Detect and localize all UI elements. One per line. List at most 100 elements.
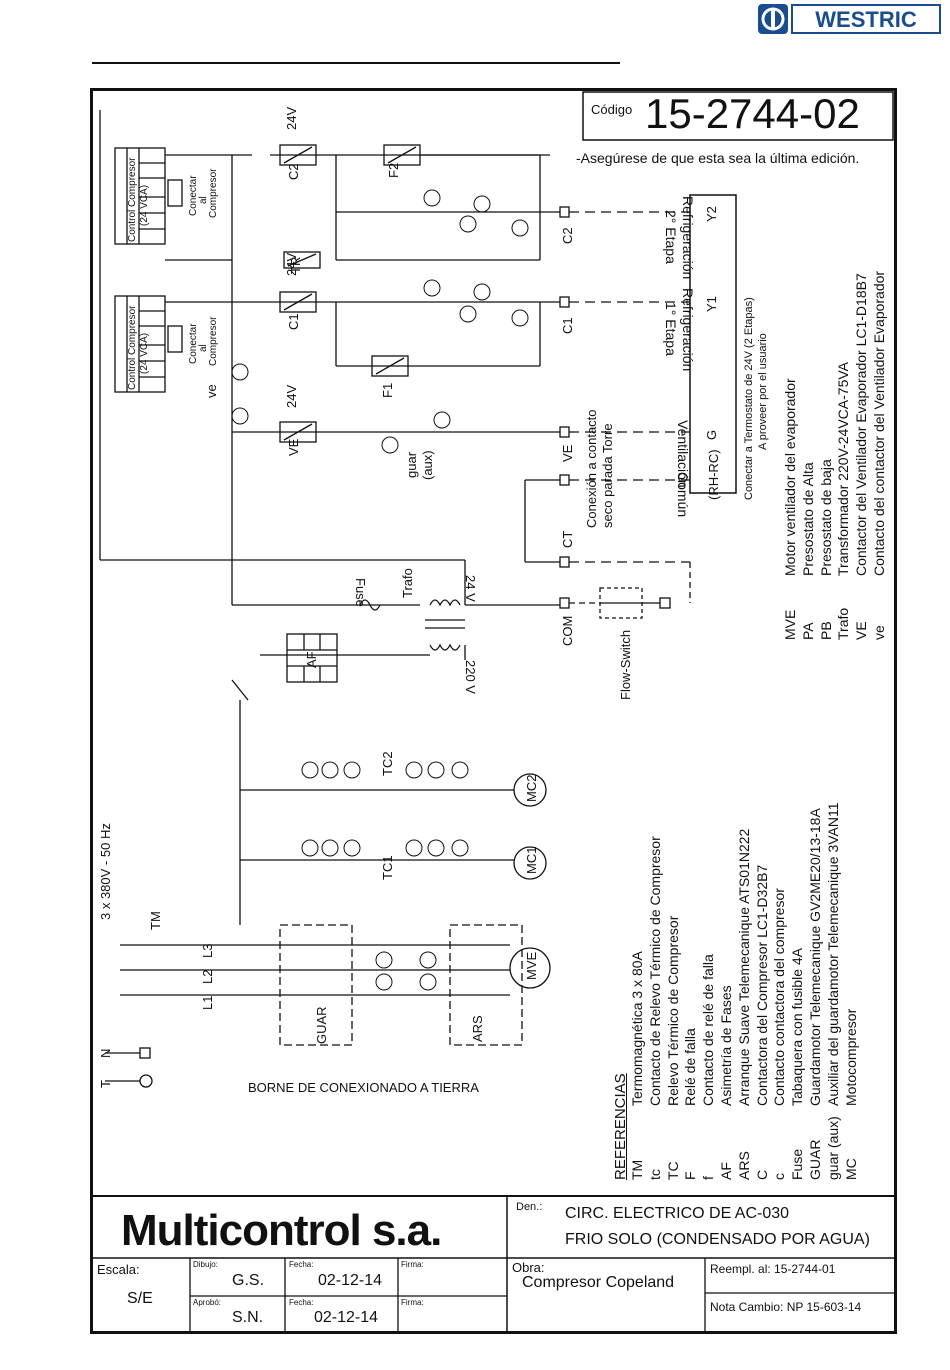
reference-desc: Contacto del contactor del Ventilador Ev… [870,270,887,576]
tm-label: TM [148,911,163,930]
conectar-1c: Compresor [208,168,219,218]
dibujo-label: Dibujo: [193,1260,218,1269]
thermostat-note: Conectar a Termostato de 24V (2 Etapas) [743,297,755,500]
reference-desc: Contacto de relé de falla [700,954,717,1106]
reference-desc: Asimetría de Fases [717,985,734,1106]
reference-code: MVE [782,609,798,640]
codigo-label: Código [591,102,633,117]
fecha-label-2: Fecha: [289,1298,314,1307]
reference-code: F [682,1171,699,1180]
edition-note: -Asegúrese de que esta sea la última edi… [576,150,860,166]
nota-value: Nota Cambio: NP 15-603-14 [710,1300,862,1314]
thermo-g: G [704,430,719,440]
stage1-2: 1° Etapa [663,302,679,356]
aprobo-label: Aprobó: [193,1298,222,1307]
fecha-value-1: 02-12-14 [318,1272,383,1289]
fecha-value-2: 02-12-14 [314,1309,379,1326]
coil-ve: VE [286,438,301,456]
reference-desc: Contactor del Ventilador Evaporador LC1-… [853,273,870,576]
conectar-1b: al [198,196,209,204]
thermo-rh: (RH-RC) [706,449,721,500]
conexion-2: seco parada Torre [600,423,615,528]
terminal-ct: CT [560,531,575,548]
n-label: N [98,1049,113,1058]
reference-item: MCMotocompresor [843,890,861,1180]
reference-desc: Contacto contactora del compresor [771,888,788,1106]
line-l3: L3 [200,944,215,958]
reference-code: ve [870,625,887,640]
reference-code: tc [646,1169,663,1180]
coil-f2: F2 [386,163,401,178]
escala-label: Escala: [97,1262,140,1277]
reference-desc: Relé de falla [682,1028,699,1106]
supply-label: 3 x 380V - 50 Hz [98,823,113,920]
terminal-com: COM [560,616,575,646]
brand-text: WESTRIC [815,7,917,32]
fuse-label: Fuse [353,578,368,607]
coil-24v-1: 24V [284,107,299,130]
reference-code: guar (aux) [824,1116,841,1180]
thermo-y2: Y2 [704,206,719,222]
conectar-1a: Conectar [188,175,199,216]
line-l2: L2 [200,970,215,984]
reference-code: Trafo [835,607,852,640]
reempl-value: Reempl. al: 15-2744-01 [710,1262,836,1276]
reference-desc: Arranque Suave Telemecanique ATS01N222 [735,828,752,1106]
stage1-1: Refrigeración [680,288,696,371]
control-voltage-2: (24 VCA) [139,333,150,374]
firma-label-2: Firma: [401,1298,424,1307]
stage2-1: Refrigeración [680,196,696,279]
reference-code: C [753,1169,770,1180]
stage2-2: 2° Etapa [663,210,679,264]
terminal-c2: C2 [560,227,575,244]
reference-desc: Transformador 220V-24VCA-75VA [835,362,852,576]
tr-label: TR [288,257,303,274]
reference-desc: Motocompresor [842,1008,859,1106]
westric-logo: WESTRIC [758,4,942,34]
reference-desc: Termomagnética 3 x 80A [629,951,645,1106]
borne-label: BORNE DE CONEXIONADO A TIERRA [248,1080,479,1095]
mc1-label: MC1 [524,847,539,874]
reference-code: AF [717,1162,734,1180]
reference-code: f [700,1176,717,1180]
codigo-value: 15-2744-02 [645,90,860,137]
coil-c2: C2 [286,163,301,180]
conectar-2c: Compresor [208,316,219,366]
reference-desc: Presostato de Alta [799,462,816,576]
ars-label: ARS [470,1015,485,1042]
reference-item: AF Asimetría de Fases [718,890,736,1180]
reference-desc: Auxiliar del guardamotor Telemecanique 3… [824,802,841,1106]
reference-desc: Guardamotor Telemecanique GV2ME20/13-18A [806,808,823,1106]
guar-label: GUAR [314,1006,329,1044]
coil-f1: F1 [380,383,395,398]
conectar-2b: al [198,344,209,352]
reference-code: ARS [735,1151,752,1180]
reference-desc: Tabaquera con fusible 4A [789,948,806,1106]
reference-code: TC [664,1161,681,1180]
coil-c1: C1 [286,313,301,330]
reference-item: C Contactora del Compresor LC1-D32B7 [753,865,772,1180]
aprobo-value: S.N. [232,1309,264,1326]
reference-code: GUAR [806,1139,823,1180]
reference-desc: Relevo Térmico de Compresor [664,915,681,1106]
thermo-y1: Y1 [704,296,719,312]
dibujo-value: G.S. [232,1272,265,1289]
control-voltage-1: (24 VCA) [139,185,150,226]
trafo-label: Trafo [400,568,415,598]
reference-desc: Contactora del Compresor LC1-D32B7 [753,864,770,1106]
reference-code: c [771,1173,788,1180]
ventilacion-label: Ventilación [675,420,691,488]
reference-item: F Relé de falla [682,890,700,1180]
reference-desc: Motor ventilador del evaporador [782,378,798,576]
v24-label: 24 V [463,575,478,602]
reference-desc: Contacto de Relevo Térmico de Compresor [646,836,663,1106]
reference-item: ve Contacto del contactor del Ventilador … [871,80,889,640]
den-label: Den.: [516,1201,543,1213]
ve-contact: ve [204,384,219,398]
den-line-2: FRIO SOLO (CONDENSADO POR AGUA) [565,1231,870,1248]
references-title: REFERENCIAS [612,1073,629,1180]
conectar-2a: Conectar [188,323,199,364]
reference-code: Fuse [789,1148,806,1180]
v220-label: 220 V [463,660,478,694]
